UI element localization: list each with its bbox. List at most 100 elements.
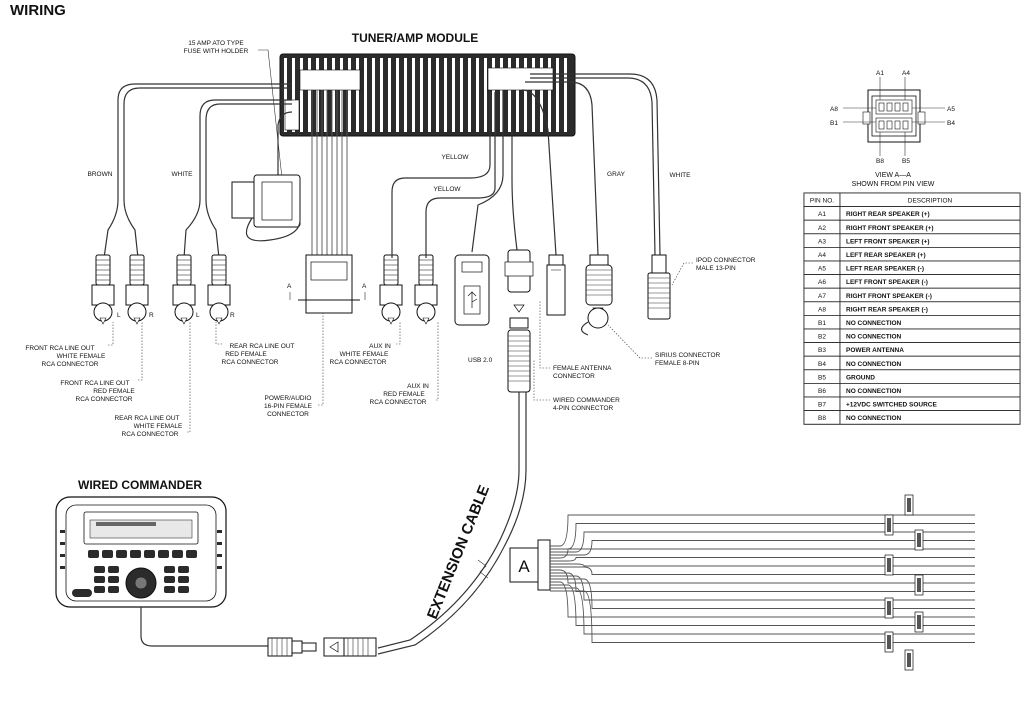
- antenna-connector: [546, 254, 566, 316]
- table-cell-description: LEFT REAR SPEAKER (-): [846, 266, 924, 273]
- callout-antenna-2: CONNECTOR: [553, 373, 595, 380]
- callout-aux-white-3: RCA CONNECTOR: [330, 359, 387, 366]
- table-cell-pin: B3: [818, 347, 826, 354]
- table-header-description: DESCRIPTION: [908, 198, 953, 205]
- callout-aux-red-1: AUX IN: [407, 383, 429, 390]
- wire-color-white-left: WHITE: [172, 171, 194, 178]
- table-cell-description: RIGHT FRONT SPEAKER (+): [846, 225, 934, 232]
- callout-sirius-1: SIRIUS CONNECTOR: [655, 352, 721, 359]
- table-cell-pin: B1: [818, 320, 826, 327]
- table-cell-description: LEFT REAR SPEAKER (+): [846, 252, 926, 259]
- pin-view-caption-2: SHOWN FROM PIN VIEW: [852, 181, 935, 188]
- extension-plug-right: [323, 637, 377, 657]
- callout-antenna-1: FEMALE ANTENNA: [553, 365, 612, 372]
- callout-aux-white-1: AUX IN: [369, 343, 391, 350]
- table-cell-description: POWER ANTENNA: [846, 347, 904, 354]
- wire-color-yellow-2: YELLOW: [433, 186, 461, 193]
- speaker-harness: [509, 494, 975, 671]
- table-cell-pin: A2: [818, 225, 826, 232]
- rca-l-mark-2: L: [196, 312, 200, 319]
- module-title: TUNER/AMP MODULE: [352, 31, 478, 45]
- table-cell-pin: A7: [818, 293, 826, 300]
- usb-connector: [454, 254, 490, 326]
- callout-aux-white-2: WHITE FEMALE: [340, 351, 389, 358]
- table-cell-pin: A4: [818, 252, 826, 259]
- pin-label-a4: A4: [902, 70, 910, 77]
- table-cell-description: NO CONNECTION: [846, 415, 902, 422]
- wire-color-yellow-1: YELLOW: [441, 154, 469, 161]
- callout-wired-commander-2: 4-PIN CONNECTOR: [553, 405, 613, 412]
- callout-front-white-1: FRONT RCA LINE OUT: [25, 345, 94, 352]
- table-cell-description: GROUND: [846, 374, 875, 381]
- callout-rear-white-2: WHITE FEMALE: [134, 423, 183, 430]
- callout-rear-red-2: RED FEMALE: [225, 351, 267, 358]
- callout-rear-white-3: RCA CONNECTOR: [122, 431, 179, 438]
- table-cell-pin: B2: [818, 334, 826, 341]
- table-cell-description: NO CONNECTION: [846, 320, 902, 327]
- pin-label-b8: B8: [876, 158, 884, 165]
- pin-label-a1: A1: [876, 70, 884, 77]
- table-cell-pin: A1: [818, 211, 826, 218]
- rca-out-cables: [103, 83, 292, 259]
- table-cell-description: RIGHT FRONT SPEAKER (-): [846, 293, 932, 300]
- table-cell-pin: A6: [818, 279, 826, 286]
- table-cell-pin: A3: [818, 238, 826, 245]
- commander-title: WIRED COMMANDER: [78, 478, 202, 492]
- fuse-label-line1: 15 AMP ATO TYPE: [188, 40, 244, 47]
- callout-wired-commander-1: WIRED COMMANDER: [553, 397, 620, 404]
- table-cell-description: LEFT FRONT SPEAKER (-): [846, 279, 928, 286]
- callout-power-audio-1: POWER/AUDIO: [265, 395, 312, 402]
- table-cell-pin: B6: [818, 388, 826, 395]
- callout-sirius-2: FEMALE 8-PIN: [655, 360, 700, 367]
- table-cell-description: RIGHT REAR SPEAKER (+): [846, 211, 930, 218]
- callout-ipod-2: MALE 13-PIN: [696, 265, 736, 272]
- callout-rear-red-3: RCA CONNECTOR: [222, 359, 279, 366]
- table-cell-pin: B5: [818, 374, 826, 381]
- wire-color-gray: GRAY: [607, 171, 626, 178]
- main-harness: [298, 90, 360, 314]
- usb-label: USB 2.0: [468, 357, 493, 364]
- table-cell-description: NO CONNECTION: [846, 361, 902, 368]
- table-cell-description: RIGHT REAR SPEAKER (-): [846, 306, 928, 313]
- callout-front-red-3: RCA CONNECTOR: [76, 396, 133, 403]
- callouts: FRONT RCA LINE OUT WHITE FEMALE RCA CONN…: [25, 257, 755, 438]
- table-cell-pin: B7: [818, 402, 826, 409]
- rca-l-mark-1: L: [117, 312, 121, 319]
- fuse-label-line2: FUSE WITH HOLDER: [184, 48, 249, 55]
- callout-front-red-2: RED FEMALE: [93, 388, 135, 395]
- pin-view-a-a: [843, 77, 945, 156]
- tuner-amp-module: [279, 53, 576, 137]
- callout-power-audio-2: 16-PIN FEMALE: [264, 403, 313, 410]
- section-mark-a-left: A: [287, 283, 292, 290]
- table-cell-description: +12VDC SWITCHED SOURCE: [846, 402, 937, 409]
- callout-rear-red-1: REAR RCA LINE OUT: [229, 343, 294, 350]
- table-cell-pin: B4: [818, 361, 826, 368]
- table-cell-description: LEFT FRONT SPEAKER (+): [846, 238, 930, 245]
- sirius-connector: [580, 254, 613, 336]
- pin-label-a8: A8: [830, 106, 838, 113]
- rca-r-mark-2: R: [230, 312, 235, 319]
- callout-front-white-2: WHITE FEMALE: [57, 353, 106, 360]
- connector-a-label: A: [518, 557, 530, 576]
- table-cell-pin: B8: [818, 415, 826, 422]
- pin-label-b4: B4: [947, 120, 955, 127]
- table-cell-description: NO CONNECTION: [846, 388, 902, 395]
- table-cell-description: NO CONNECTION: [846, 334, 902, 341]
- callout-power-audio-3: CONNECTOR: [267, 411, 309, 418]
- rca-r-mark-1: R: [149, 312, 154, 319]
- table-cell-pin: A5: [818, 266, 826, 273]
- wire-color-white-right: WHITE: [670, 172, 692, 179]
- extension-plug-left: [267, 637, 317, 657]
- callout-front-white-3: RCA CONNECTOR: [42, 361, 99, 368]
- extension-cable-label: EXTENSION CABLE: [424, 483, 493, 622]
- callout-aux-red-3: RCA CONNECTOR: [370, 399, 427, 406]
- section-mark-a-right: A: [362, 283, 367, 290]
- pin-label-a5: A5: [947, 106, 955, 113]
- pin-view-caption-1: VIEW A—A: [875, 172, 911, 179]
- table-header-pin: PIN NO.: [810, 198, 834, 205]
- wire-color-brown: BROWN: [88, 171, 113, 178]
- wired-commander-4pin-connector: [504, 249, 534, 393]
- pin-label-b5: B5: [902, 158, 910, 165]
